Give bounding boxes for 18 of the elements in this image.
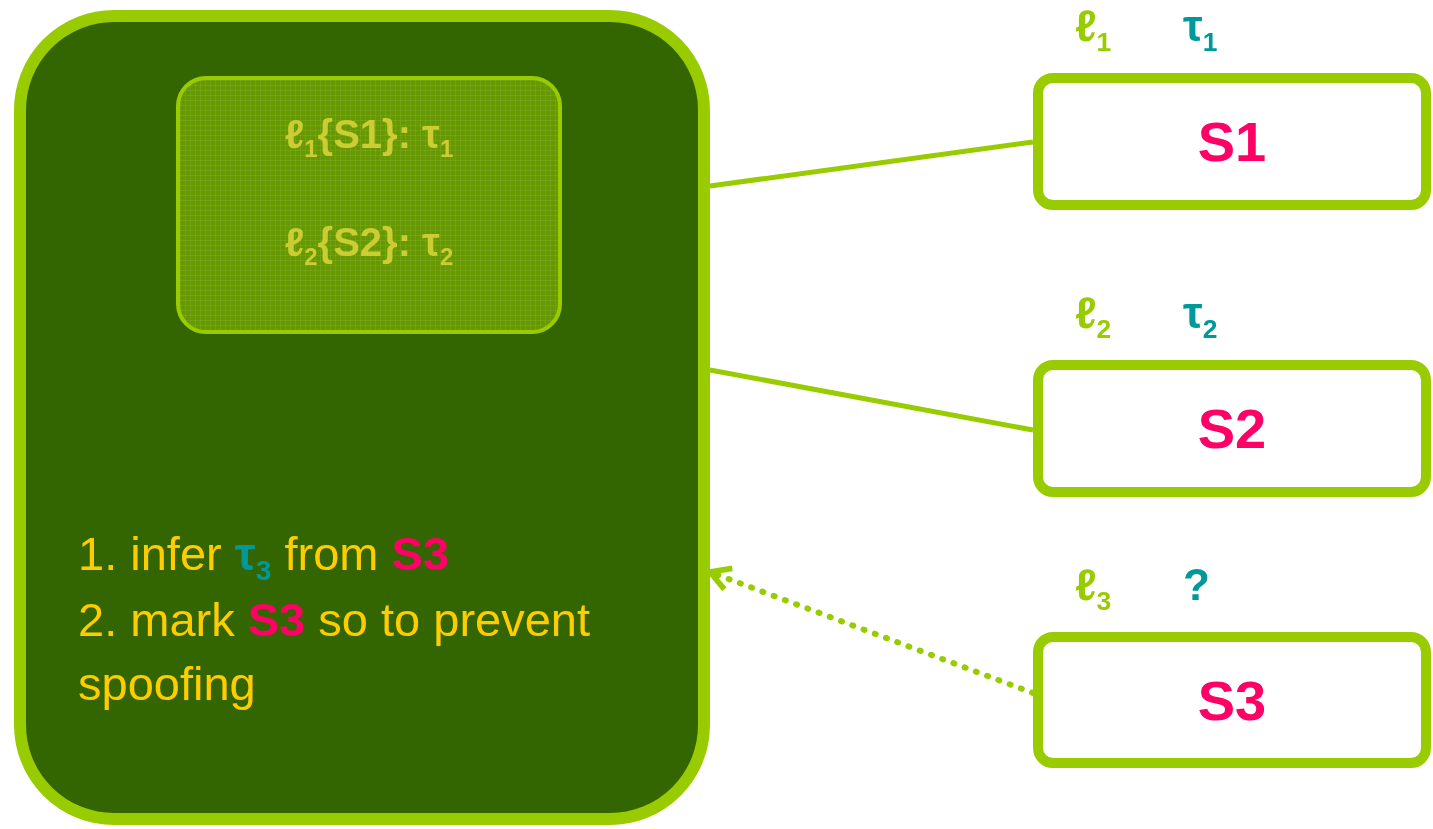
arrow (707, 565, 1036, 696)
annotation-label: ℓ$_{2}$ (1075, 288, 1112, 345)
node-label: S2 (1196, 396, 1268, 462)
annotation-label: ℓ$_{1}$ (1075, 1, 1112, 58)
panel-box (14, 10, 710, 825)
rule-text: ℓ$_{2}${S2}: τ$_{2}$ (283, 220, 455, 271)
inner-box (176, 76, 562, 334)
annotation-label: τ$_{1}$ (1183, 1, 1218, 58)
connector-line (709, 139, 1034, 189)
connector-line (709, 367, 1034, 433)
step-text: 2. mark S3 so to prevent spoofing (78, 592, 592, 712)
annotation-label: ℓ$_{3}$ (1075, 560, 1112, 617)
rule-text: ℓ$_{1}${S1}: τ$_{1}$ (283, 112, 455, 163)
annotation-label: τ$_{2}$ (1183, 288, 1218, 345)
node-label: S1 (1196, 109, 1268, 175)
node-label: S3 (1196, 667, 1268, 734)
annotation-label: ? (1183, 560, 1210, 610)
step-text: 1. infer τ$_{3}$ from S3 (78, 526, 451, 589)
